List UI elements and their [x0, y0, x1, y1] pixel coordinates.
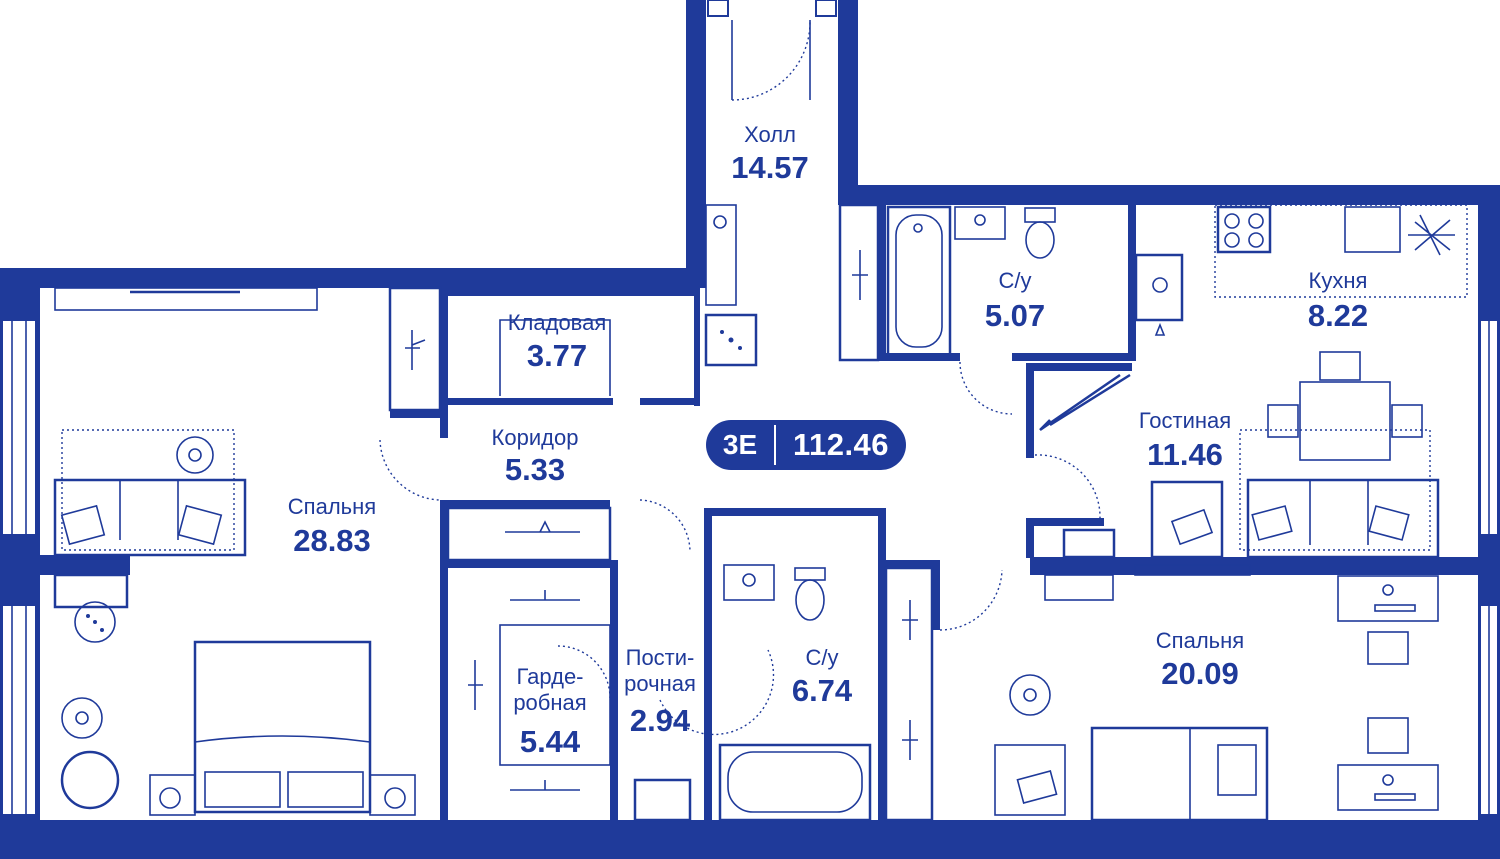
room-area-laundry: 2.94 [629, 703, 691, 738]
room-name-wardrobe: Гарде- робная [513, 664, 587, 715]
room-area-living: 11.46 [1147, 437, 1223, 472]
room-name-bedroom1: Спальня [287, 494, 377, 519]
room-area-wardrobe: 5.44 [519, 724, 581, 759]
room-name-bedroom2: Спальня [1155, 628, 1245, 653]
room-area-kitchen: 8.22 [1307, 298, 1369, 333]
room-area-hall: 14.57 [731, 150, 809, 185]
room-name-living: Гостиная [1138, 408, 1232, 433]
room-area-bath1: 5.07 [984, 298, 1046, 333]
room-name-bath1: С/у [998, 268, 1032, 293]
room-name-corridor: Коридор [491, 425, 579, 450]
interior-walls [0, 205, 1478, 820]
room-name-hall: Холл [744, 122, 796, 147]
room-area-bedroom2: 20.09 [1161, 656, 1239, 691]
room-name-laundry: Пости- рочная [624, 645, 696, 696]
room-area-bath2: 6.74 [791, 673, 853, 708]
apartment-badge: 3Е 112.46 [706, 420, 906, 470]
windows [1, 0, 1499, 816]
apartment-total-area: 112.46 [792, 427, 890, 462]
room-name-bath2: С/у [805, 645, 839, 670]
room-name-storage: Кладовая [507, 310, 607, 335]
furniture [53, 203, 1468, 822]
badge-divider [774, 425, 776, 465]
doors [379, 20, 1101, 736]
room-area-corridor: 5.33 [504, 452, 566, 487]
apartment-type-code: 3Е [722, 429, 758, 460]
room-area-storage: 3.77 [526, 338, 588, 373]
room-area-bedroom1: 28.83 [293, 523, 371, 558]
room-name-kitchen: Кухня [1308, 268, 1368, 293]
